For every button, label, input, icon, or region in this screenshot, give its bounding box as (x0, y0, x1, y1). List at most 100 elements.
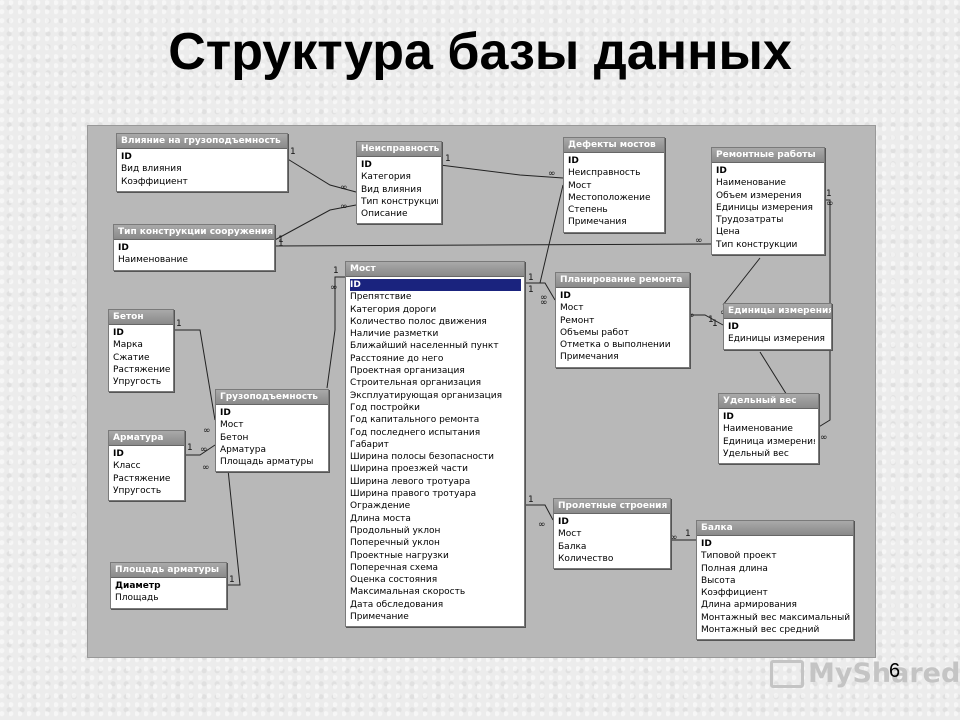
table-field[interactable]: ID (118, 243, 129, 253)
table-field[interactable]: Проектные нагрузки (350, 550, 449, 561)
table-field[interactable]: Типовой проект (701, 551, 777, 562)
table-field[interactable]: ID (220, 408, 231, 418)
table-field[interactable]: Описание (361, 209, 408, 220)
table-field[interactable]: ID (121, 152, 132, 162)
table-field[interactable]: Единицы измерения (716, 202, 813, 213)
table-field[interactable]: Площадь (115, 593, 159, 604)
table-field[interactable]: Наименование (118, 255, 188, 266)
table-field[interactable]: Сжатие (113, 352, 150, 363)
table-field[interactable]: Вид влияния (121, 164, 182, 175)
table-field[interactable]: Максимальная скорость (350, 587, 466, 598)
table-field[interactable]: Тип конструкции (716, 239, 798, 250)
table-field[interactable]: Балка (558, 541, 587, 552)
table-field[interactable]: Класс (113, 461, 141, 472)
table-field[interactable]: Монтажный вес средний (701, 625, 820, 636)
table-field[interactable]: Коэффициент (121, 176, 188, 187)
table-field[interactable]: ID (558, 517, 569, 527)
table-field[interactable]: Цена (716, 227, 740, 238)
table-field[interactable]: ID (350, 279, 521, 292)
table-field[interactable]: Коэффициент (701, 588, 768, 599)
table-field[interactable]: ID (113, 328, 124, 338)
table-field[interactable]: Год постройки (350, 402, 421, 413)
table-field[interactable]: Полная длина (701, 563, 768, 574)
table-field[interactable]: Примечания (568, 217, 627, 228)
table-field[interactable]: Количество полос движения (350, 316, 487, 327)
table-field[interactable]: Трудозатраты (716, 215, 784, 226)
table-field[interactable]: ID (728, 322, 739, 332)
table-field[interactable]: Тип конструкции (361, 196, 438, 207)
table-field[interactable]: Длина армирования (701, 600, 797, 611)
table-field[interactable]: Год капитального ремонта (350, 415, 480, 426)
table-field[interactable]: Мост (568, 180, 592, 191)
table-field[interactable]: Мост (220, 420, 244, 431)
table-field[interactable]: Поперечная схема (350, 562, 439, 573)
table-field[interactable]: Монтажный вес максимальный (701, 612, 850, 623)
table-field[interactable]: Наименование (723, 424, 793, 435)
table-field[interactable]: Единицы измерения (728, 334, 825, 345)
table-field[interactable]: Площадь арматуры (220, 457, 314, 468)
table-field[interactable]: Поперечный уклон (350, 538, 440, 549)
table-field[interactable]: ID (701, 539, 712, 549)
table-field[interactable]: Вид влияния (361, 184, 422, 195)
table-field[interactable]: Ширина проезжей части (350, 464, 468, 475)
table-field[interactable]: Степень (568, 205, 608, 216)
table-field[interactable]: Эксплуатирующая организация (350, 390, 503, 401)
table-field[interactable]: Объем измерения (716, 190, 802, 201)
table-field[interactable]: Ремонт (560, 315, 595, 326)
table-field[interactable]: Длина моста (350, 513, 411, 524)
table-field[interactable]: ID (361, 160, 372, 170)
table-field[interactable]: ID (723, 412, 734, 422)
table-field[interactable]: Бетон (220, 432, 249, 443)
table-field[interactable]: Категория дороги (350, 304, 437, 315)
table-field[interactable]: ID (716, 166, 727, 176)
table-field[interactable]: Арматура (220, 444, 266, 455)
table-field[interactable]: Расстояние до него (350, 353, 444, 364)
table-field[interactable]: Наименование (716, 178, 786, 189)
table-field[interactable]: Объемы работ (560, 327, 629, 338)
table-field[interactable]: ID (560, 291, 571, 301)
table-field[interactable]: Препятствие (350, 292, 412, 303)
table-field[interactable]: Год последнего испытания (350, 427, 481, 438)
table-field[interactable]: Категория (361, 172, 411, 183)
table-field[interactable]: Растяжение (113, 364, 170, 375)
table-field[interactable]: Единица измерения (723, 436, 815, 447)
table-field[interactable]: Дата обследования (350, 599, 444, 610)
table-field[interactable]: Отметка о выполнении (560, 340, 671, 351)
table-field[interactable]: Местоположение (568, 192, 651, 203)
table-field[interactable]: Растяжение (113, 473, 171, 484)
table-field[interactable]: Мост (560, 303, 584, 314)
table-field[interactable]: Примечания (560, 352, 619, 363)
table-field[interactable]: Ширина левого тротуара (350, 476, 471, 487)
table-field[interactable]: Ширина полосы безопасности (350, 452, 495, 463)
table-field[interactable]: Высота (701, 575, 736, 586)
table-field[interactable]: Неисправность (568, 168, 641, 179)
table-field[interactable]: ID (568, 156, 579, 166)
table-field[interactable]: Примечание (350, 612, 409, 623)
table-field[interactable]: Проектная организация (350, 366, 465, 377)
table-field[interactable]: Ширина правого тротуара (350, 489, 477, 500)
table-field[interactable]: Наличие разметки (350, 329, 439, 340)
table-field[interactable]: Продольный уклон (350, 525, 441, 536)
table-field[interactable]: Мост (558, 529, 582, 540)
table-field[interactable]: ID (113, 449, 124, 459)
table-field[interactable]: Оценка состояния (350, 575, 438, 586)
table-field[interactable]: Диаметр (115, 581, 161, 591)
table-field[interactable]: Ограждение (350, 501, 411, 512)
table-field[interactable]: Упругость (113, 377, 162, 388)
table-field[interactable]: Марка (113, 340, 143, 351)
table-field[interactable]: Количество (558, 553, 614, 564)
table-field[interactable]: Упругость (113, 485, 162, 496)
